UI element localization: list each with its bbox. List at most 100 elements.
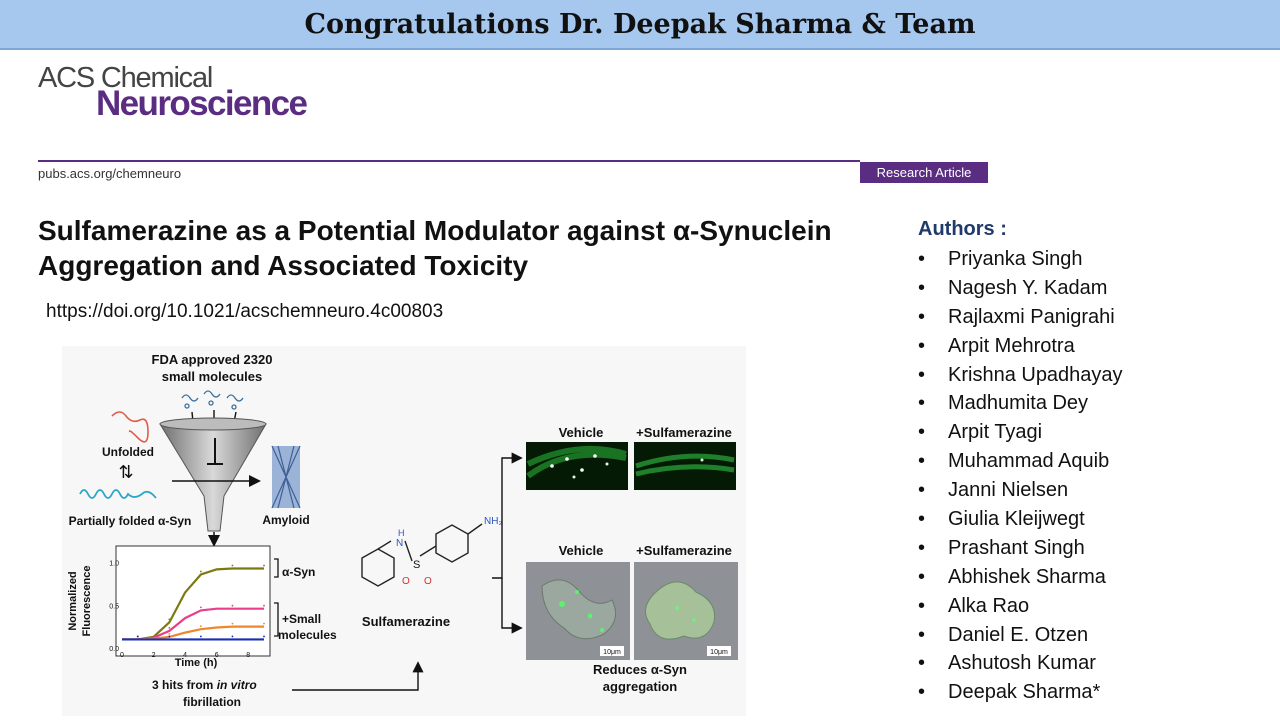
article-type-badge: Research Article	[860, 162, 988, 183]
fda-label-line-2: small molecules	[162, 369, 262, 384]
author-item: • Ashutosh Kumar	[918, 649, 1123, 678]
author-item: • Arpit Tyagi	[918, 418, 1123, 447]
x-tick-label: 8	[246, 652, 250, 659]
journal-logo: ACS Chemical Neuroscience	[38, 62, 370, 158]
amyloid-fibril-icon	[271, 445, 301, 509]
partially-folded-protein-icon	[79, 489, 157, 499]
author-name: Priyanka Singh	[948, 247, 1083, 270]
journal-url[interactable]: pubs.acs.org/chemneuro	[38, 166, 182, 181]
author-name: Rajlaxmi Panigrahi	[948, 305, 1115, 328]
sulfamerazine-label-bottom: +Sulfamerazine	[636, 543, 732, 558]
cell-vehicle-image: 10μm	[526, 562, 630, 660]
author-name: Nagesh Y. Kadam	[948, 276, 1108, 299]
unfolded-label: Unfolded	[102, 445, 154, 459]
author-item: • Nagesh Y. Kadam	[918, 274, 1123, 303]
y-tick-label: 0.0	[109, 646, 119, 653]
bullet-icon: •	[918, 565, 926, 588]
unfolded-protein-icon	[111, 411, 149, 443]
x-tick-label: 4	[183, 652, 187, 659]
author-name: Arpit Tyagi	[948, 421, 1043, 444]
bullet-icon: •	[918, 594, 926, 617]
bullet-icon: •	[918, 536, 926, 559]
hits-label-line-1: 3 hits from in vitro	[152, 678, 257, 692]
fda-label-line-1: FDA approved 2320	[152, 352, 273, 367]
data-point	[136, 635, 139, 638]
sulfamerazine-structure	[361, 523, 483, 587]
author-name: Ashutosh Kumar	[948, 652, 1096, 675]
data-point	[168, 627, 171, 629]
amyloid-label: Amyloid	[262, 513, 309, 527]
paper-title-line-1: Sulfamerazine as a Potential Modulator a…	[38, 215, 832, 246]
y-axis-label-line-2: Fluorescence	[81, 566, 93, 637]
author-name: Madhumita Dey	[948, 392, 1089, 415]
y-tick-label: 0.5	[109, 603, 119, 610]
author-item: •Alka Rao	[918, 592, 1123, 621]
banner-title: Congratulations Dr. Deepak Sharma & Team	[304, 8, 976, 40]
author-name: Daniel E. Otzen	[948, 623, 1089, 646]
x-axis-label: Time (h)	[175, 657, 218, 669]
compound-label: Sulfamerazine	[362, 614, 450, 629]
legend-asyn: α-Syn	[282, 565, 315, 579]
bullet-icon: •	[918, 392, 926, 415]
author-name: Giulia Kleijwegt	[948, 507, 1085, 530]
data-point	[263, 635, 265, 638]
x-tick-label: 6	[215, 652, 219, 659]
bullet-icon: •	[918, 334, 926, 357]
bullet-icon: •	[918, 276, 926, 299]
author-item: • Daniel E. Otzen	[918, 621, 1123, 650]
doi-link[interactable]: https://doi.org/10.1021/acschemneuro.4c0…	[46, 301, 444, 322]
sulfamerazine-label-top: +Sulfamerazine	[636, 425, 732, 440]
author-name: Arpit Mehrotra	[948, 334, 1075, 357]
author-item: • Muhammad Aquib	[918, 447, 1123, 476]
nh2-label: NH₂	[484, 516, 502, 527]
author-item: •Priyanka Singh	[918, 245, 1123, 274]
cell-sulfamerazine-image: 10μm	[634, 562, 738, 660]
bullet-icon: •	[918, 363, 926, 386]
x-tick-label: 2	[152, 652, 156, 659]
author-item: • Madhumita Dey	[918, 389, 1123, 418]
data-point	[263, 564, 265, 567]
small-molecules-icon	[181, 390, 244, 410]
data-point	[168, 618, 171, 621]
data-point	[263, 622, 265, 625]
author-name: Krishna Upadhayay	[948, 363, 1123, 386]
svg-text:⇅: ⇅	[118, 462, 133, 482]
author-name: Janni Nielsen	[948, 479, 1069, 502]
data-point	[199, 635, 202, 638]
graphical-abstract-svg: FDA approved 2320 small molecules Unfold…	[67, 352, 738, 709]
bullet-icon: •	[918, 652, 926, 675]
bullet-icon: •	[918, 507, 926, 530]
bullet-icon: •	[918, 421, 926, 444]
data-point	[231, 604, 234, 607]
atom-n-label: N	[396, 538, 403, 549]
bullet-icon: •	[918, 305, 926, 328]
vehicle-label-bottom: Vehicle	[559, 543, 604, 558]
svg-text:S: S	[413, 559, 420, 571]
scale-bar-right: 10μm	[710, 649, 728, 656]
bullet-icon: •	[918, 623, 926, 646]
scale-bar-left: 10μm	[603, 649, 621, 656]
data-point	[231, 635, 234, 638]
author-name: Muhammad Aquib	[948, 450, 1110, 473]
svg-text:H: H	[398, 528, 405, 538]
data-point	[168, 635, 171, 638]
congratulations-banner: Congratulations Dr. Deepak Sharma & Team	[0, 0, 1280, 50]
author-item: • Arpit Mehrotra	[918, 332, 1123, 361]
paper-title: Sulfamerazine as a Potential Modulator a…	[38, 213, 908, 283]
author-item: • Krishna Upadhayay	[918, 361, 1123, 390]
partially-folded-label: Partially folded α-Syn	[69, 514, 192, 528]
legend-small-molecules-line-1: +Small	[282, 612, 321, 626]
svg-text:O: O	[402, 576, 410, 587]
bullet-icon: •	[918, 479, 926, 502]
worm-vehicle-image	[526, 442, 628, 490]
bullet-icon: •	[918, 450, 926, 473]
author-item: •Prashant Singh	[918, 534, 1123, 563]
worm-sulfamerazine-image	[634, 442, 736, 490]
author-item: •Deepak Sharma*	[918, 678, 1123, 707]
data-point	[263, 604, 265, 607]
data-point	[231, 622, 234, 625]
hits-label-line-2: fibrillation	[183, 695, 241, 709]
x-tick-label: 0	[120, 652, 124, 659]
logo-line-1: ACS Chemical	[38, 62, 213, 94]
author-name: Deepak Sharma*	[948, 681, 1101, 704]
